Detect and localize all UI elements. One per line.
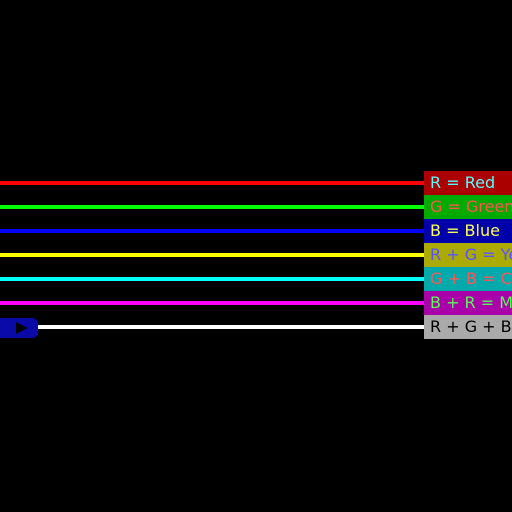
magenta-line [0,301,424,305]
green-line [0,205,424,209]
yellow-label: R + G = Yellow [430,245,512,264]
color-row-cyan: G + B = Cyan [0,267,512,291]
green-label: G = Green [430,197,512,216]
white-line [38,325,424,329]
color-row-yellow: R + G = Yellow [0,243,512,267]
color-row-red: R = Red [0,171,512,195]
white-label-box: R + G + B = White [424,315,512,339]
yellow-label-box: R + G = Yellow [424,243,512,267]
green-label-box: G = Green [424,195,512,219]
red-line [0,181,424,185]
cyan-label-box: G + B = Cyan [424,267,512,291]
white-label: R + G + B = White [430,317,512,336]
blue-label: B = Blue [430,221,500,240]
play-icon [16,322,28,334]
blue-line [0,229,424,233]
red-label: R = Red [430,173,496,192]
color-row-magenta: B + R = Magenta [0,291,512,315]
play-button[interactable] [0,318,38,338]
color-row-blue: B = Blue [0,219,512,243]
cyan-label: G + B = Cyan [430,269,512,288]
magenta-label: B + R = Magenta [430,293,512,312]
cyan-line [0,277,424,281]
blue-label-box: B = Blue [424,219,512,243]
red-label-box: R = Red [424,171,512,195]
magenta-label-box: B + R = Magenta [424,291,512,315]
yellow-line [0,253,424,257]
color-row-green: G = Green [0,195,512,219]
color-row-white: R + G + B = White [0,315,512,339]
